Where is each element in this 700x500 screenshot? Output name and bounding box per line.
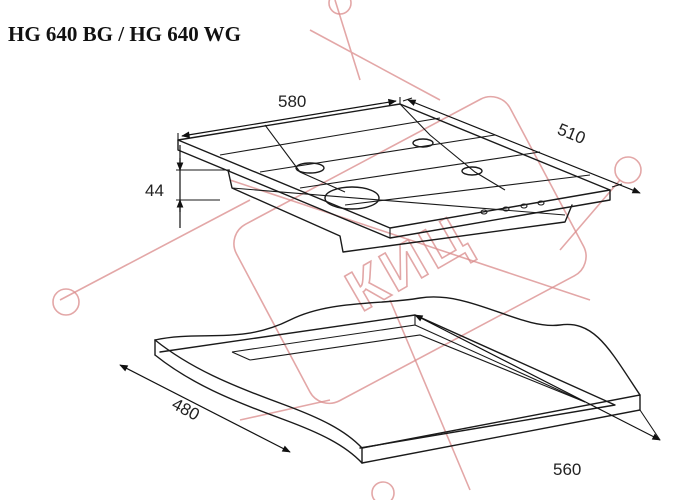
knob-1	[480, 209, 488, 215]
knob-4	[537, 200, 545, 206]
dimension-label-580: 580	[278, 92, 306, 111]
dimension-label-560: 560	[553, 460, 581, 479]
watermark-text: КИЦ	[335, 202, 481, 324]
burner-small-left	[295, 162, 325, 174]
control-knobs	[480, 200, 545, 215]
dimension-label-510: 510	[555, 120, 588, 148]
watermark-circle-top	[328, 0, 352, 15]
watermark-lines	[59, 0, 621, 491]
watermark: КИЦ	[52, 0, 642, 500]
watermark-circle-left	[52, 288, 80, 316]
dimension-width-580: 580	[177, 92, 401, 140]
watermark-circle-bottom	[371, 481, 395, 500]
dimension-label-44: 44	[145, 181, 164, 200]
dimension-cutout-480: 480	[119, 364, 291, 453]
product-title: HG 640 BG / HG 640 WG	[8, 22, 241, 46]
dimension-height-44: 44	[145, 145, 230, 228]
knob-3	[520, 203, 528, 209]
dimension-label-480: 480	[169, 394, 203, 424]
worktop-cutout	[154, 296, 641, 464]
watermark-circle-right	[614, 156, 642, 184]
burner-large	[324, 186, 380, 210]
knob-2	[502, 206, 510, 212]
dimension-depth-510: 510	[402, 97, 641, 194]
dimension-cutout-560: 560	[414, 314, 661, 479]
burner-small-right	[461, 166, 483, 176]
burner-group	[295, 138, 483, 210]
